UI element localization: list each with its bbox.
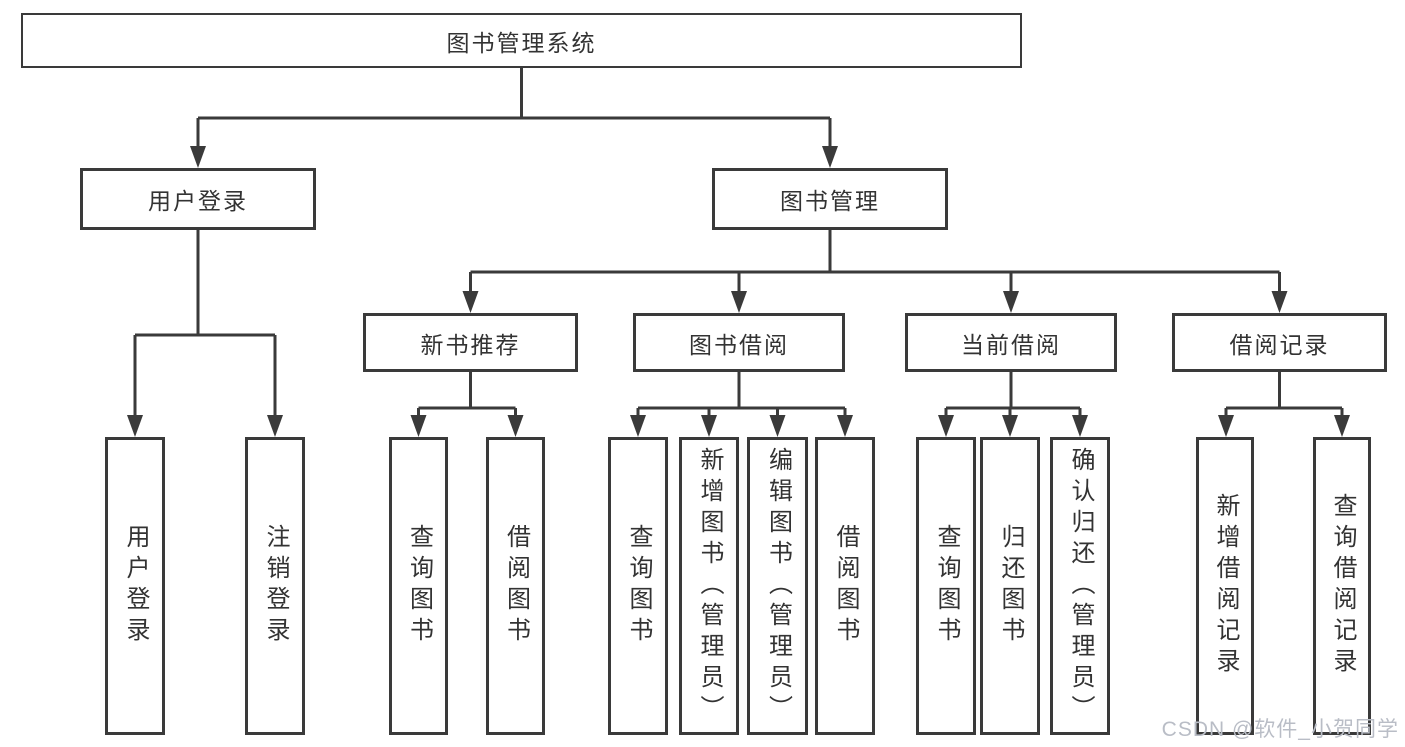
arrow-down-icon xyxy=(1271,291,1288,313)
leaf-label: 新增图书（管理员） xyxy=(696,446,723,726)
arrow-down-icon xyxy=(731,291,747,313)
arrow-down-icon xyxy=(837,415,853,437)
leaf-label: 借阅图书 xyxy=(832,524,859,648)
node-new-book-recommend-label: 新书推荐 xyxy=(420,331,521,358)
leaf-label: 编辑图书（管理员） xyxy=(764,446,792,726)
leaf-label: 查询借阅记录 xyxy=(1329,493,1356,679)
leaf-label: 新增借阅记录 xyxy=(1212,493,1239,679)
node-leaf-borrow-books-1: 借阅图书 xyxy=(486,437,545,735)
leaf-label: 确认归还（管理员） xyxy=(1067,446,1094,726)
arrow-down-icon xyxy=(410,415,427,437)
node-root-label: 图书管理系统 xyxy=(446,29,597,56)
arrow-down-icon xyxy=(701,415,717,437)
node-borrow-records: 借阅记录 xyxy=(1172,313,1387,372)
node-borrow-records-label: 借阅记录 xyxy=(1229,331,1330,358)
leaf-label: 借阅图书 xyxy=(502,524,530,648)
arrow-down-icon xyxy=(1002,415,1018,437)
node-root: 图书管理系统 xyxy=(21,13,1022,68)
node-leaf-return-books: 归还图书 xyxy=(980,437,1040,735)
arrow-down-icon xyxy=(1003,291,1019,313)
node-new-book-recommend: 新书推荐 xyxy=(363,313,578,372)
leaf-label: 归还图书 xyxy=(997,524,1024,648)
node-leaf-logout: 注销登录 xyxy=(245,437,305,735)
node-leaf-confirm-return-admin: 确认归还（管理员） xyxy=(1050,437,1110,735)
node-book-borrow-label: 图书借阅 xyxy=(689,331,789,358)
node-user-login: 用户登录 xyxy=(80,168,316,230)
leaf-label: 用户登录 xyxy=(122,524,149,648)
arrow-down-icon xyxy=(1072,415,1088,437)
arrow-down-icon xyxy=(267,415,283,437)
arrow-down-icon xyxy=(462,291,479,313)
leaf-label: 查询图书 xyxy=(625,524,652,648)
arrow-down-icon xyxy=(507,415,524,437)
arrow-down-icon xyxy=(190,146,206,168)
watermark: CSDN @软件_小贺同学 xyxy=(1161,718,1399,741)
arrow-down-icon xyxy=(630,415,646,437)
node-leaf-query-books-3: 查询图书 xyxy=(916,437,976,735)
node-leaf-user-login: 用户登录 xyxy=(105,437,165,735)
node-leaf-edit-books-admin: 编辑图书（管理员） xyxy=(747,437,808,735)
node-leaf-borrow-books-2: 借阅图书 xyxy=(815,437,875,735)
arrow-down-icon xyxy=(769,415,786,437)
arrow-down-icon xyxy=(127,415,143,437)
node-leaf-add-borrow-record: 新增借阅记录 xyxy=(1196,437,1254,735)
arrow-down-icon xyxy=(1334,415,1350,437)
arrow-down-icon xyxy=(822,146,838,168)
node-current-borrow-label: 当前借阅 xyxy=(961,331,1061,358)
node-book-management: 图书管理 xyxy=(712,168,948,230)
node-leaf-query-borrow-record: 查询借阅记录 xyxy=(1313,437,1371,735)
node-leaf-query-books-2: 查询图书 xyxy=(608,437,668,735)
node-user-login-label: 用户登录 xyxy=(148,188,248,214)
leaf-label: 查询图书 xyxy=(405,524,433,648)
node-book-borrow: 图书借阅 xyxy=(633,313,845,372)
arrow-down-icon xyxy=(938,415,954,437)
node-book-management-label: 图书管理 xyxy=(780,188,880,214)
leaf-label: 注销登录 xyxy=(262,524,289,648)
node-leaf-query-books-1: 查询图书 xyxy=(389,437,448,735)
leaf-label: 查询图书 xyxy=(933,524,960,648)
arrow-down-icon xyxy=(1218,415,1234,437)
node-current-borrow: 当前借阅 xyxy=(905,313,1117,372)
node-leaf-add-books-admin: 新增图书（管理员） xyxy=(679,437,739,735)
